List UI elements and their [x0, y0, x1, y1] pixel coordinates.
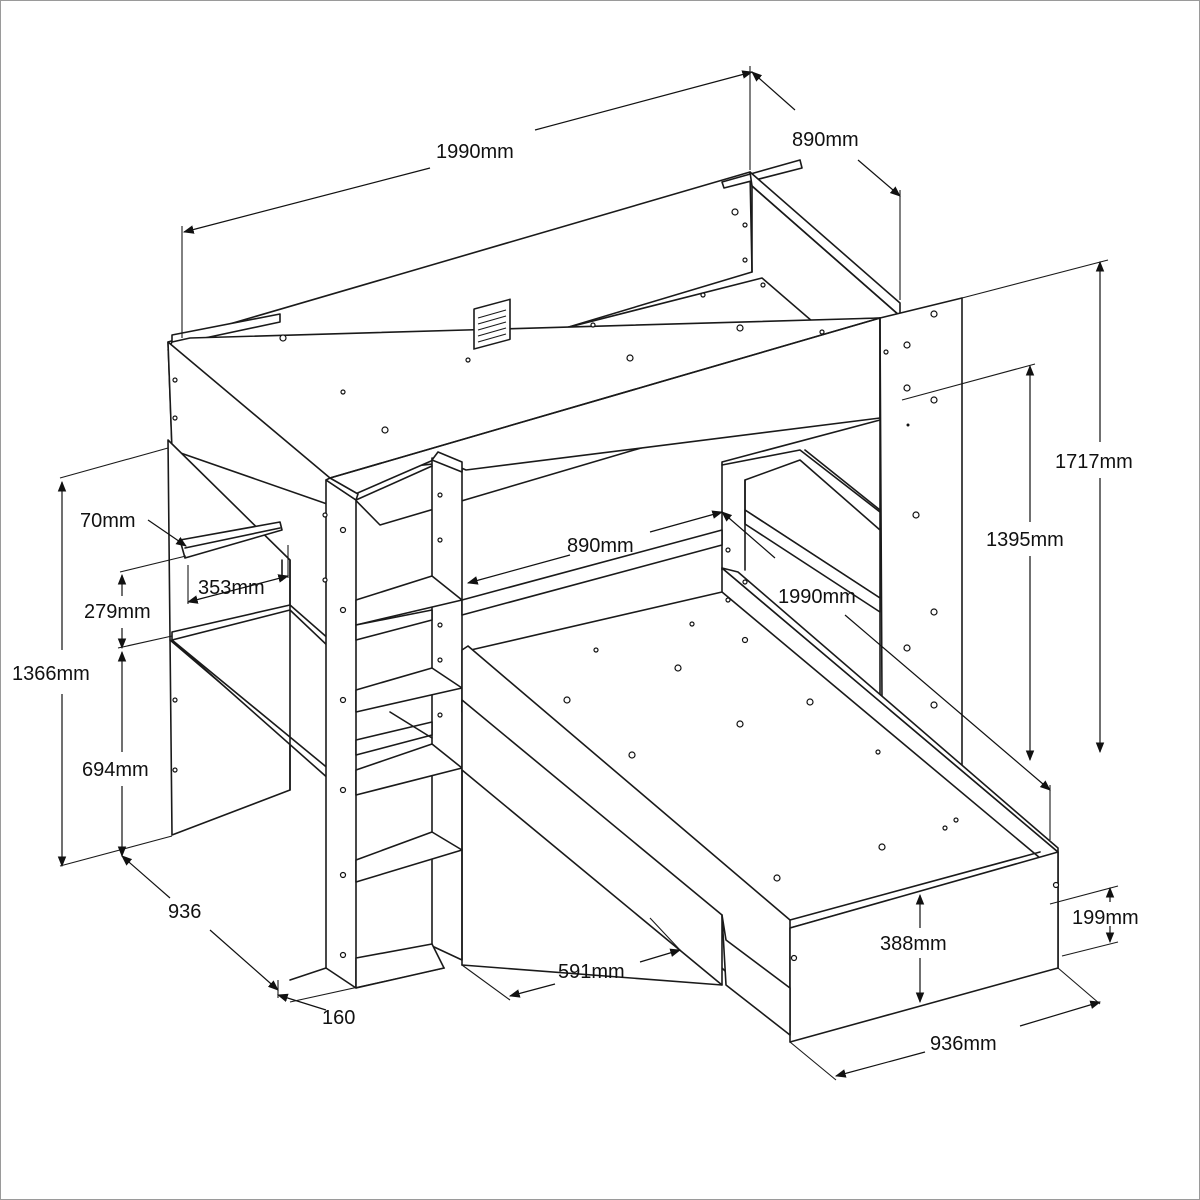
dim-shelf-depth: 353mm	[198, 577, 265, 599]
dim-desk-width: 936	[168, 901, 201, 923]
right-end-panel	[879, 297, 963, 771]
rear-storage-unit	[721, 419, 881, 613]
dim-ladder-depth: 160	[322, 1007, 355, 1029]
dim-desk-height: 1366mm	[12, 663, 90, 685]
dim-drawer-length: 591mm	[558, 961, 625, 983]
ladder-step-unit	[289, 451, 463, 989]
dim-shelf-gap: 279mm	[84, 601, 151, 623]
right-end-post	[879, 297, 963, 771]
ladder-left-side	[325, 479, 357, 989]
lower-bed	[461, 529, 1060, 1043]
lower-bed-head-rail	[461, 529, 723, 616]
dim-drawer-height: 199mm	[1072, 907, 1139, 929]
dim-upper-clearance: 1395mm	[986, 529, 1064, 551]
wall-shelf	[179, 521, 283, 559]
dim-bed-height: 388mm	[880, 933, 947, 955]
dim-bed-width: 936mm	[930, 1033, 997, 1055]
dimension-labels: 1990mm 890mm 1717mm 1395mm 890mm 1990mm …	[12, 129, 1139, 1055]
ladder-right-side	[431, 457, 463, 961]
dim-desk-clearance: 694mm	[82, 759, 149, 781]
dim-total-height: 1717mm	[1055, 451, 1133, 473]
dim-top-length: 1990mm	[436, 141, 514, 163]
upper-bed-frame	[167, 159, 901, 526]
dim-lower-bed-length: 1990mm	[778, 586, 856, 608]
dim-shelf-thickness: 70mm	[80, 510, 136, 532]
vent-grille-icon	[473, 298, 511, 350]
dimension-lines	[57, 66, 1119, 1081]
desk-unit	[167, 439, 331, 836]
dim-top-depth: 890mm	[792, 129, 859, 151]
dim-lower-bed-depth: 890mm	[567, 535, 634, 557]
